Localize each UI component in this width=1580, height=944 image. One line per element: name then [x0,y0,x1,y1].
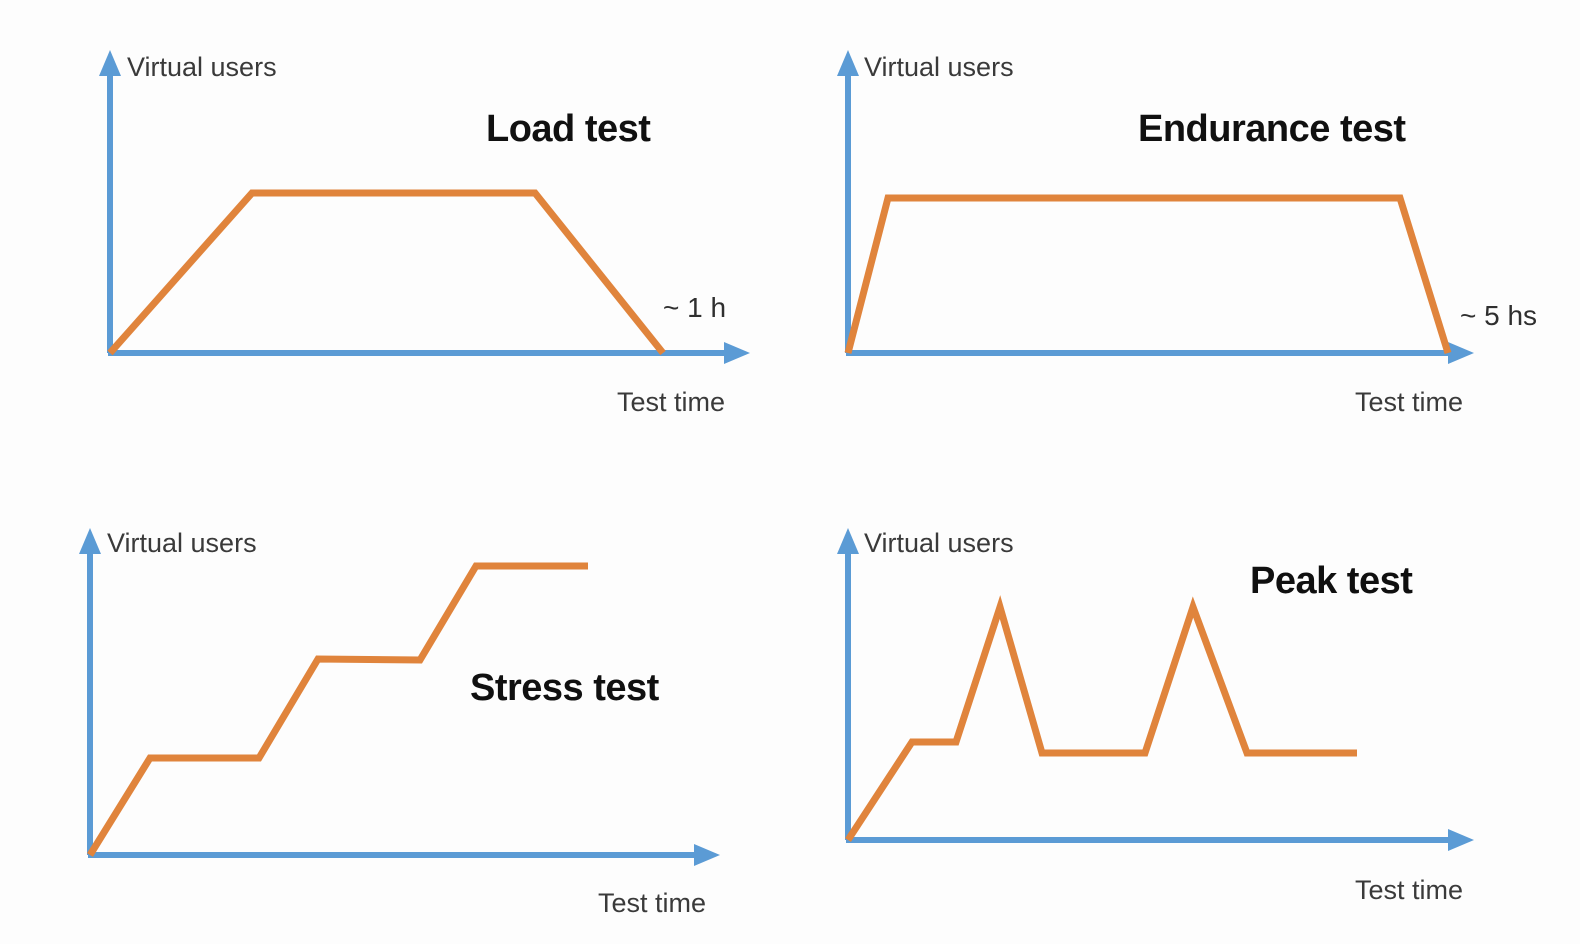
peak-test-series [845,595,1357,842]
panel-endurance-test: Virtual users Endurance test ~ 5 hs Test… [790,0,1580,472]
y-axis [79,528,101,855]
panel-title-endurance-test: Endurance test [1138,108,1406,150]
x-axis-label: Test time [617,387,726,417]
x-axis-label: Test time [598,888,707,918]
duration-annotation-endurance-test: ~ 5 hs [1460,300,1538,331]
x-axis [108,342,750,364]
y-axis-label: Virtual users [127,52,277,82]
panel-title-peak-test: Peak test [1250,560,1413,602]
y-axis-label: Virtual users [864,528,1014,558]
load-test-plot [99,50,750,364]
duration-annotation-load-test: ~ 1 h [663,292,727,323]
x-axis [846,342,1474,364]
y-axis-arrow-icon [837,528,859,554]
y-axis-arrow-icon [99,50,121,76]
x-axis-label: Test time [1355,875,1464,905]
endurance-test-series [844,194,1452,355]
x-axis-arrow-icon [1448,829,1474,851]
y-axis [837,50,859,353]
y-axis-label: Virtual users [107,528,257,558]
endurance-test-plot [837,50,1474,364]
panel-load-test: Virtual users Load test ~ 1 h Test time [0,0,790,472]
x-axis-arrow-icon [694,844,720,866]
y-axis-arrow-icon [837,50,859,76]
x-axis-label: Test time [1355,387,1464,417]
x-axis [88,844,720,866]
stress-test-plot [79,528,720,866]
stress-test-series [87,562,588,857]
x-axis-arrow-icon [1448,342,1474,364]
y-axis-label: Virtual users [864,52,1014,82]
peak-test-plot [837,528,1474,851]
load-test-series [107,189,666,356]
x-axis [846,829,1474,851]
y-axis [837,528,859,840]
panel-peak-test: Virtual users Peak test Test time [790,472,1580,944]
x-axis-arrow-icon [724,342,750,364]
y-axis-arrow-icon [79,528,101,554]
panel-stress-test: Virtual users Stress test Test time [0,472,790,944]
panel-title-stress-test: Stress test [470,667,659,709]
panel-title-load-test: Load test [486,108,651,150]
y-axis [99,50,121,353]
